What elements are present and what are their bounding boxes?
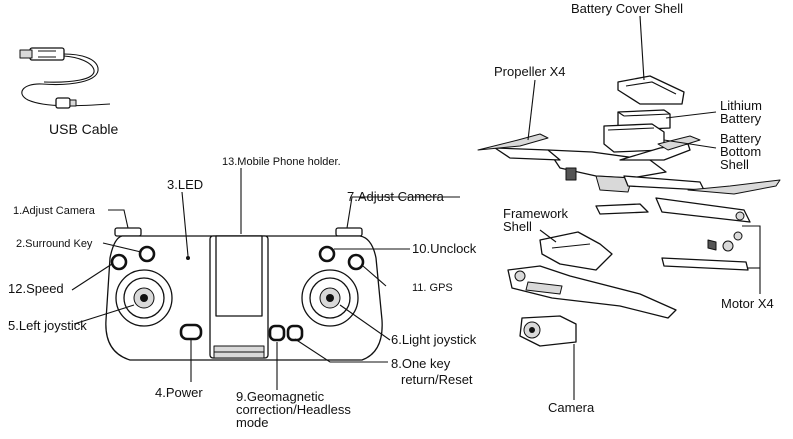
label-power: 4.Power — [155, 385, 203, 400]
label-led: 3.LED — [167, 177, 203, 192]
label-propeller: Propeller X4 — [494, 64, 566, 79]
label-battery-bottom-1: Battery — [720, 131, 762, 146]
label-gps: 11. GPS — [412, 282, 453, 294]
label-one-key-return-1: 8.One key — [391, 356, 451, 371]
label-lithium-2: Battery — [720, 111, 762, 126]
label-surround-key: 2.Surround Key — [16, 238, 93, 250]
label-one-key-return-2: return/Reset — [401, 372, 473, 387]
label-geomagnetic-1: 9.Geomagnetic — [236, 389, 325, 404]
label-battery-cover-shell: Battery Cover Shell — [571, 1, 683, 16]
label-speed: 12.Speed — [8, 281, 64, 296]
drone-leader-lines — [527, 15, 761, 400]
label-left-joystick: 5.Left joystick — [8, 318, 87, 333]
controller-leader-lines — [71, 168, 460, 390]
drone-exploded-view — [477, 75, 781, 347]
usb-cable-label: USB Cable — [49, 121, 118, 137]
label-phone-holder: 13.Mobile Phone holder. — [222, 156, 341, 168]
label-battery-bottom-3: Shell — [720, 157, 749, 172]
label-motor: Motor X4 — [721, 296, 774, 311]
label-framework-2: Shell — [503, 219, 532, 234]
label-geomagnetic-2: correction/Headless — [236, 402, 351, 417]
label-adjust-camera-left: 1.Adjust Camera — [13, 205, 96, 217]
label-light-joystick: 6.Light joystick — [391, 332, 477, 347]
label-lithium-1: Lithium — [720, 98, 762, 113]
label-battery-bottom-2: Bottom — [720, 144, 761, 159]
label-geomagnetic-3: mode — [236, 415, 269, 430]
label-framework-1: Framework — [503, 206, 569, 221]
remote-controller — [105, 227, 383, 361]
label-unclock: 10.Unclock — [412, 241, 477, 256]
usb-cable-illustration — [19, 47, 111, 109]
label-camera: Camera — [548, 400, 595, 415]
label-adjust-camera-right: 7.Adjust Camera — [347, 189, 445, 204]
